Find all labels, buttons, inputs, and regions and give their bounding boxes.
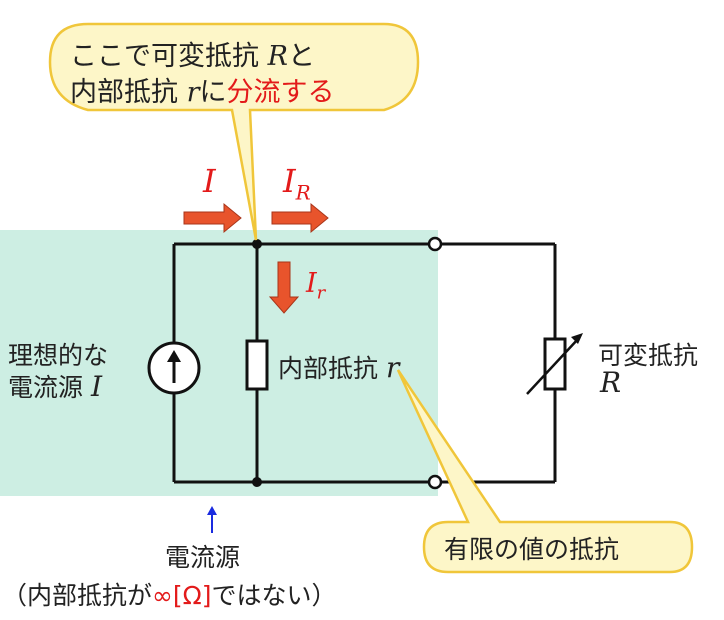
internal-resistor-symbol: [245, 339, 269, 391]
current-label-load-sub: R: [295, 180, 311, 205]
junction-top: [252, 239, 262, 249]
source-label-line2-text: 電流源: [8, 373, 84, 402]
current-arrow-load: [271, 202, 329, 234]
source-pointer-head: [207, 506, 217, 515]
callout-top-bubble: [48, 22, 420, 241]
callout-top-line1-var: R: [267, 41, 288, 72]
current-source-region: [0, 230, 438, 496]
source-label-line2: 電流源 I: [8, 368, 102, 404]
bottom-note-line2: （内部抵抗が∞[Ω]ではない）: [2, 576, 336, 612]
current-arrow-internal: [268, 261, 300, 314]
variable-resistor-arrow-head: [571, 333, 583, 344]
callout-bottom-text: 有限の値の抵抗: [444, 535, 620, 564]
bottom-note-red: ∞[Ω]: [152, 581, 212, 610]
junction-bottom: [252, 477, 262, 487]
current-source-arrow-head: [167, 350, 181, 362]
callout-top-line2-red: 分流する: [226, 77, 335, 108]
callout-top-line1-prefix: ここで可変抵抗: [70, 41, 259, 72]
callout-top-line2-var: r: [186, 77, 200, 108]
callout-top-line2: 内部抵抗 rに分流する: [70, 70, 335, 109]
callout-top-line2-prefix: 内部抵抗: [70, 77, 178, 108]
internal-resistor-label-text: 内部抵抗: [278, 354, 379, 383]
bottom-note-open: （内部抵抗が: [2, 581, 153, 610]
variable-resistor-label-var: R: [600, 366, 622, 399]
callout-bottom-bubble: [396, 369, 694, 574]
current-label-internal-main: I: [306, 268, 317, 299]
current-label-load-main: I: [283, 162, 296, 200]
callout-top-line1-suffix: と: [287, 41, 315, 72]
variable-resistor-arrow-line: [526, 338, 579, 395]
current-label-internal: Ir: [306, 268, 325, 303]
source-label-line1: 理想的な: [8, 341, 109, 370]
current-label-total: I: [203, 162, 216, 200]
callout-top-line1: ここで可変抵抗 Rと: [70, 34, 315, 73]
variable-resistor-label-line1: 可変抵抗: [598, 341, 699, 370]
bottom-note-close: ではない）: [211, 581, 337, 610]
terminal-top: [427, 236, 443, 252]
source-label-var: I: [90, 370, 103, 403]
internal-resistor-label: 内部抵抗 r: [278, 349, 399, 385]
current-label-load: IR: [283, 162, 311, 204]
terminal-bottom: [427, 474, 443, 490]
current-arrow-total: [183, 202, 242, 234]
bottom-note-line1: 電流源: [165, 543, 241, 572]
current-label-internal-sub: r: [316, 282, 326, 304]
callout-top-line2-mid: に: [199, 77, 227, 108]
internal-resistor-label-var: r: [385, 351, 400, 384]
